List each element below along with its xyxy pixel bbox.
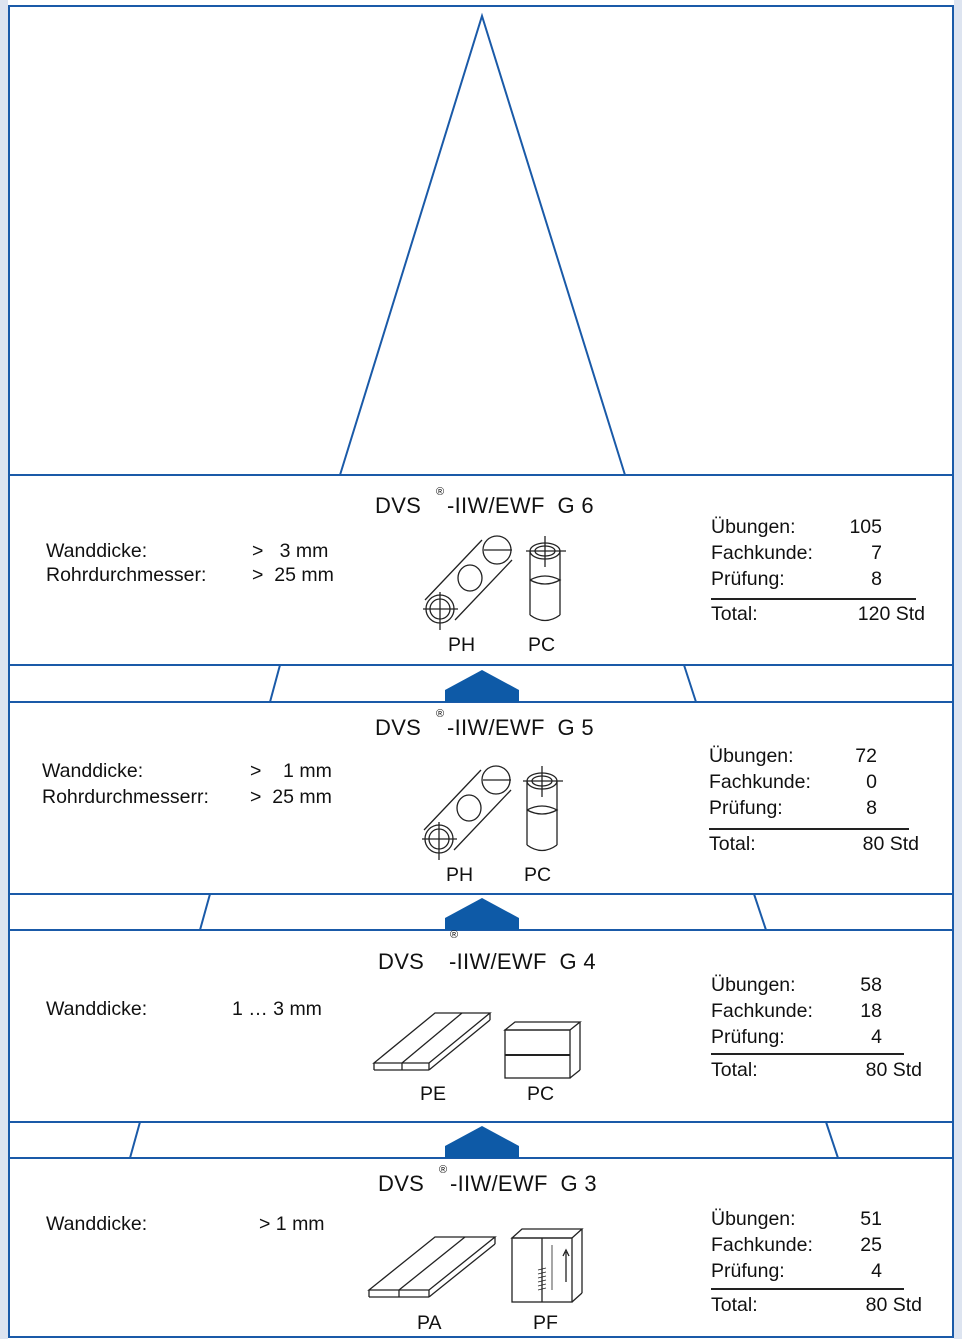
hours-value: 4 bbox=[871, 1260, 882, 1282]
total-label: Total: bbox=[711, 1059, 758, 1081]
up-arrow-g4-g5 bbox=[445, 898, 519, 930]
level-title-rest: -IIW/EWF G 3 bbox=[450, 1171, 597, 1196]
hours-label: Übungen: bbox=[709, 745, 794, 767]
level-title-dvs: DVS bbox=[375, 715, 422, 740]
position-label: PF bbox=[533, 1312, 558, 1334]
plate-pc-illustration bbox=[503, 1021, 582, 1079]
hours-label: Fachkunde: bbox=[711, 1234, 813, 1256]
level-title-rest: -IIW/EWF G 6 bbox=[447, 493, 594, 518]
level-title-rest: -IIW/EWF G 4 bbox=[449, 949, 596, 974]
position-label: PC bbox=[527, 1083, 555, 1105]
hours-label: Prüfung: bbox=[711, 1260, 785, 1282]
req-value: > 1 mm bbox=[259, 1213, 325, 1235]
req-label: Rohrdurchmesserr: bbox=[42, 786, 209, 808]
req-value: > 25 mm bbox=[252, 564, 334, 586]
hours-value: 72 bbox=[855, 745, 877, 767]
req-value: > 3 mm bbox=[252, 540, 329, 562]
hours-value: 58 bbox=[860, 974, 882, 996]
total-separator bbox=[711, 1288, 904, 1290]
registered-mark: ® bbox=[439, 1164, 448, 1176]
total-separator bbox=[711, 1053, 904, 1055]
plate-pa-illustration bbox=[367, 1236, 497, 1298]
right-band bbox=[954, 0, 962, 1339]
position-label: PE bbox=[420, 1083, 447, 1105]
plate-pf-illustration bbox=[510, 1228, 584, 1303]
position-label: PH bbox=[446, 864, 474, 886]
level-dividers bbox=[9, 474, 953, 1159]
hours-label: Fachkunde: bbox=[711, 542, 813, 564]
up-arrow-g5-g6 bbox=[445, 670, 519, 702]
hours-value: 25 bbox=[860, 1234, 882, 1256]
position-label: PC bbox=[524, 864, 552, 886]
req-label: Wanddicke: bbox=[46, 1213, 148, 1235]
pipe-ph-illustration bbox=[423, 535, 513, 630]
total-label: Total: bbox=[711, 603, 758, 625]
total-value: 80 Std bbox=[862, 833, 919, 855]
pipe-ph-illustration bbox=[422, 765, 512, 860]
outer-frame bbox=[8, 5, 954, 1338]
hours-label: Fachkunde: bbox=[711, 1000, 813, 1022]
hours-value: 105 bbox=[849, 516, 882, 538]
hours-value: 8 bbox=[871, 568, 882, 590]
total-value: 80 Std bbox=[865, 1294, 922, 1316]
hours-label: Prüfung: bbox=[709, 797, 783, 819]
registered-mark: ® bbox=[450, 929, 459, 941]
total-separator bbox=[709, 828, 909, 830]
registered-mark: ® bbox=[436, 708, 445, 720]
hours-value: 0 bbox=[866, 771, 877, 793]
req-value: 1 … 3 mm bbox=[232, 998, 322, 1020]
req-label: Wanddicke: bbox=[46, 540, 148, 562]
position-label: PC bbox=[528, 634, 556, 656]
total-label: Total: bbox=[709, 833, 756, 855]
hours-label: Übungen: bbox=[711, 516, 796, 538]
hours-value: 4 bbox=[871, 1026, 882, 1048]
registered-mark: ® bbox=[436, 486, 445, 498]
level-title-dvs: DVS bbox=[378, 1171, 425, 1196]
total-value: 80 Std bbox=[865, 1059, 922, 1081]
level-title-dvs: DVS bbox=[375, 493, 422, 518]
req-value: > 25 mm bbox=[250, 786, 332, 808]
position-label: PA bbox=[417, 1312, 442, 1334]
pyramid-side-segments bbox=[129, 664, 839, 1159]
hours-value: 18 bbox=[860, 1000, 882, 1022]
up-arrow-g3-g4 bbox=[445, 1126, 519, 1158]
req-value: > 1 mm bbox=[250, 760, 332, 782]
hours-label: Prüfung: bbox=[711, 568, 785, 590]
level-title-dvs: DVS bbox=[378, 949, 425, 974]
hours-label: Übungen: bbox=[711, 1208, 796, 1230]
level-title-rest: -IIW/EWF G 5 bbox=[447, 715, 594, 740]
req-label: Wanddicke: bbox=[42, 760, 144, 782]
left-band bbox=[0, 0, 8, 1339]
hours-label: Prüfung: bbox=[711, 1026, 785, 1048]
total-separator bbox=[711, 598, 916, 600]
hours-value: 51 bbox=[860, 1208, 882, 1230]
total-label: Total: bbox=[711, 1294, 758, 1316]
hours-label: Übungen: bbox=[711, 974, 796, 996]
hours-label: Fachkunde: bbox=[709, 771, 811, 793]
total-value: 120 Std bbox=[857, 603, 925, 625]
pipe-pc-illustration bbox=[526, 536, 566, 622]
req-label: Rohrdurchmesser: bbox=[46, 564, 207, 586]
hours-value: 7 bbox=[871, 542, 882, 564]
hours-value: 8 bbox=[866, 797, 877, 819]
position-label: PH bbox=[448, 634, 476, 656]
plate-pe-illustration bbox=[372, 1012, 492, 1071]
pyramid-apex bbox=[339, 12, 626, 476]
req-label: Wanddicke: bbox=[46, 998, 148, 1020]
pipe-pc-illustration bbox=[523, 766, 563, 852]
